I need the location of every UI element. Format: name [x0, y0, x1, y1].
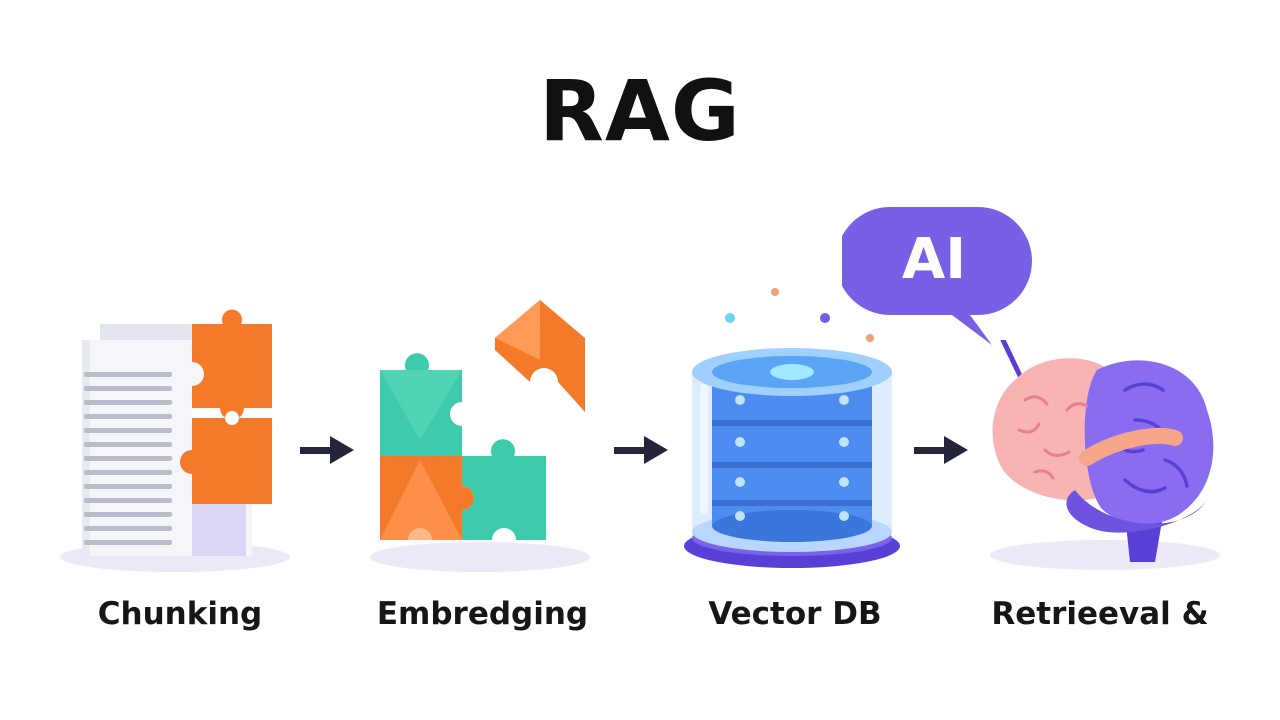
step-label-embedding: Embredging — [376, 596, 589, 632]
ai-speech-bubble: AI — [842, 205, 1032, 355]
embedding-illustration — [370, 290, 600, 580]
embedding-shadow — [370, 542, 590, 572]
arrow-right-icon — [614, 436, 668, 464]
step-label-retrieval: Retrieeval & — [991, 596, 1209, 632]
arrow-right-icon — [914, 436, 968, 464]
retrieval-illustration — [985, 340, 1225, 580]
arrow-right-icon — [300, 436, 354, 464]
brain-icon — [992, 340, 1214, 562]
database-cylinder-icon — [684, 288, 900, 568]
document-puzzle-icon — [82, 309, 272, 556]
step-label-chunking: Chunking — [97, 596, 263, 632]
retrieval-shadow — [990, 540, 1220, 570]
chunking-illustration — [60, 290, 300, 580]
bubble-text: AI — [901, 227, 967, 292]
vector-db-illustration — [670, 280, 920, 580]
diagram-title: RAG — [539, 62, 741, 160]
puzzle-pieces-icon — [380, 300, 585, 540]
step-label-vector-db: Vector DB — [708, 596, 882, 632]
speech-bubble-icon — [842, 207, 1032, 345]
